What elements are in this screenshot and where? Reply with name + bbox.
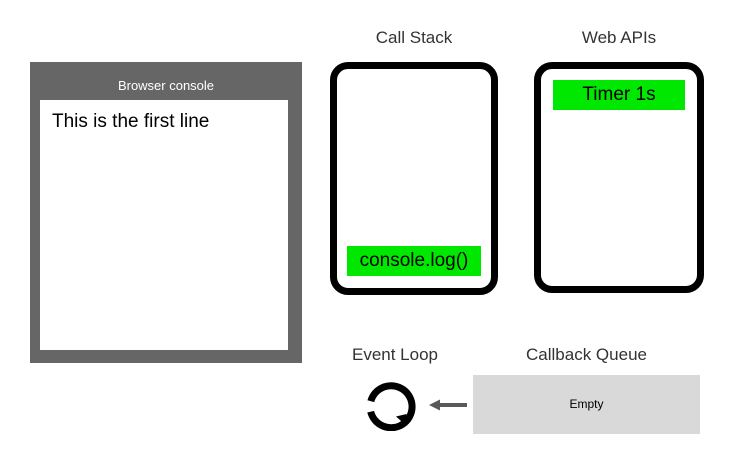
call-stack-heading: Call Stack [375,28,453,47]
web-apis-heading: Web APIs [581,28,657,47]
web-apis-task-timer: Timer 1s [553,80,685,110]
call-stack-frame-console-log: console.log() [347,246,481,276]
web-apis-box: Timer 1s [534,62,704,293]
circular-arrow-icon [366,381,416,432]
callback-queue-box: Empty [473,375,700,434]
callback-queue-heading: Callback Queue [526,345,647,364]
arrow-left-icon [427,395,469,415]
browser-console-output: This is the first line [40,100,288,350]
console-log-line: This is the first line [52,111,210,132]
event-loop-heading: Event Loop [351,345,438,364]
callback-queue-status: Empty [569,397,604,411]
call-stack-box: console.log() [330,62,498,295]
browser-console-title: Browser console [117,78,215,93]
browser-console-panel: Browser console This is the first line [30,62,302,363]
